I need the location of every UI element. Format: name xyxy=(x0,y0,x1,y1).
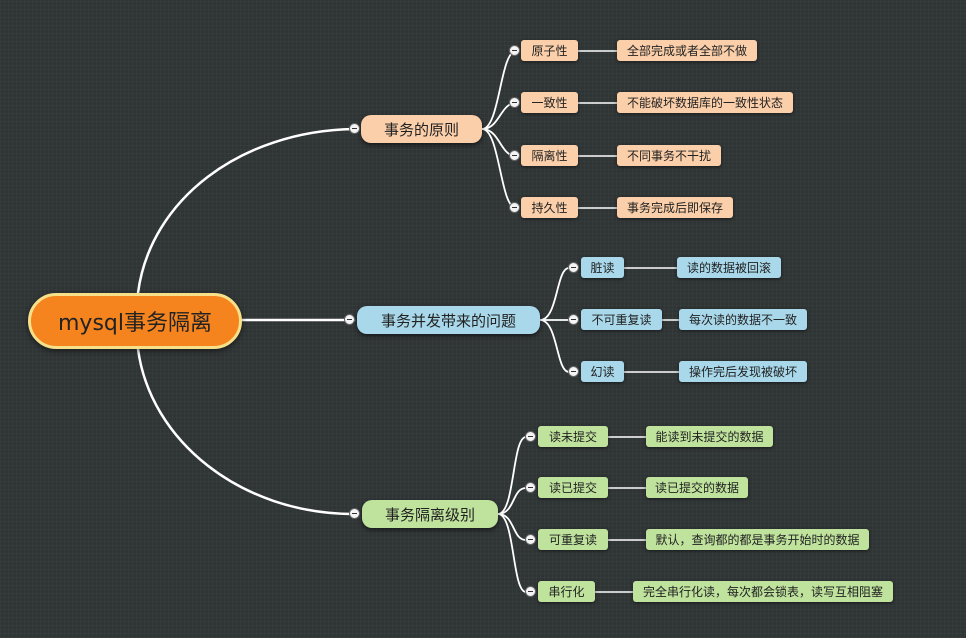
item-read-uncommitted[interactable]: 读未提交 xyxy=(538,426,608,447)
collapse-toggle-icon[interactable] xyxy=(509,45,520,56)
collapse-toggle-icon[interactable] xyxy=(525,482,536,493)
collapse-toggle-icon[interactable] xyxy=(509,97,520,108)
collapse-toggle-icon[interactable] xyxy=(568,366,579,377)
branch-concurrency-problems[interactable]: 事务并发带来的问题 xyxy=(357,306,540,334)
desc-repeatable-read[interactable]: 默认，查询都的都是事务开始时的数据 xyxy=(646,529,869,550)
desc-serializable[interactable]: 完全串行化读，每次都会锁表，读写互相阻塞 xyxy=(633,581,893,602)
collapse-toggle-icon[interactable] xyxy=(344,314,355,325)
collapse-toggle-icon[interactable] xyxy=(509,202,520,213)
desc-isolation[interactable]: 不同事务不干扰 xyxy=(617,145,721,166)
item-repeatable-read[interactable]: 可重复读 xyxy=(538,529,608,550)
desc-atomicity[interactable]: 全部完成或者全部不做 xyxy=(617,40,757,61)
item-consistency[interactable]: 一致性 xyxy=(521,92,578,113)
desc-non-repeatable-read[interactable]: 每次读的数据不一致 xyxy=(679,309,807,330)
item-serializable[interactable]: 串行化 xyxy=(538,581,595,602)
collapse-toggle-icon[interactable] xyxy=(525,534,536,545)
desc-dirty-read[interactable]: 读的数据被回滚 xyxy=(677,257,781,278)
desc-read-committed[interactable]: 读已提交的数据 xyxy=(646,477,748,498)
edge-root-levels xyxy=(136,347,356,516)
desc-consistency[interactable]: 不能破坏数据库的一致性状态 xyxy=(617,92,793,113)
collapse-toggle-icon[interactable] xyxy=(525,431,536,442)
item-durability[interactable]: 持久性 xyxy=(521,197,578,218)
desc-phantom-read[interactable]: 操作完后发现被破坏 xyxy=(679,361,807,382)
edge-root-principles xyxy=(136,127,356,295)
root-node[interactable]: mysql事务隔离 xyxy=(28,293,242,349)
collapse-toggle-icon[interactable] xyxy=(568,314,579,325)
collapse-toggle-icon[interactable] xyxy=(568,262,579,273)
collapse-toggle-icon[interactable] xyxy=(349,508,360,519)
item-read-committed[interactable]: 读已提交 xyxy=(538,477,608,498)
branch-isolation-levels[interactable]: 事务隔离级别 xyxy=(362,500,498,528)
branch-transaction-principles[interactable]: 事务的原则 xyxy=(361,115,482,143)
item-phantom-read[interactable]: 幻读 xyxy=(581,361,624,382)
collapse-toggle-icon[interactable] xyxy=(525,586,536,597)
item-isolation[interactable]: 隔离性 xyxy=(521,145,578,166)
desc-durability[interactable]: 事务完成后即保存 xyxy=(617,197,733,218)
collapse-toggle-icon[interactable] xyxy=(509,150,520,161)
item-atomicity[interactable]: 原子性 xyxy=(521,40,578,61)
item-non-repeatable-read[interactable]: 不可重复读 xyxy=(581,309,662,330)
item-dirty-read[interactable]: 脏读 xyxy=(581,257,624,278)
desc-read-uncommitted[interactable]: 能读到未提交的数据 xyxy=(646,426,773,447)
collapse-toggle-icon[interactable] xyxy=(349,123,360,134)
